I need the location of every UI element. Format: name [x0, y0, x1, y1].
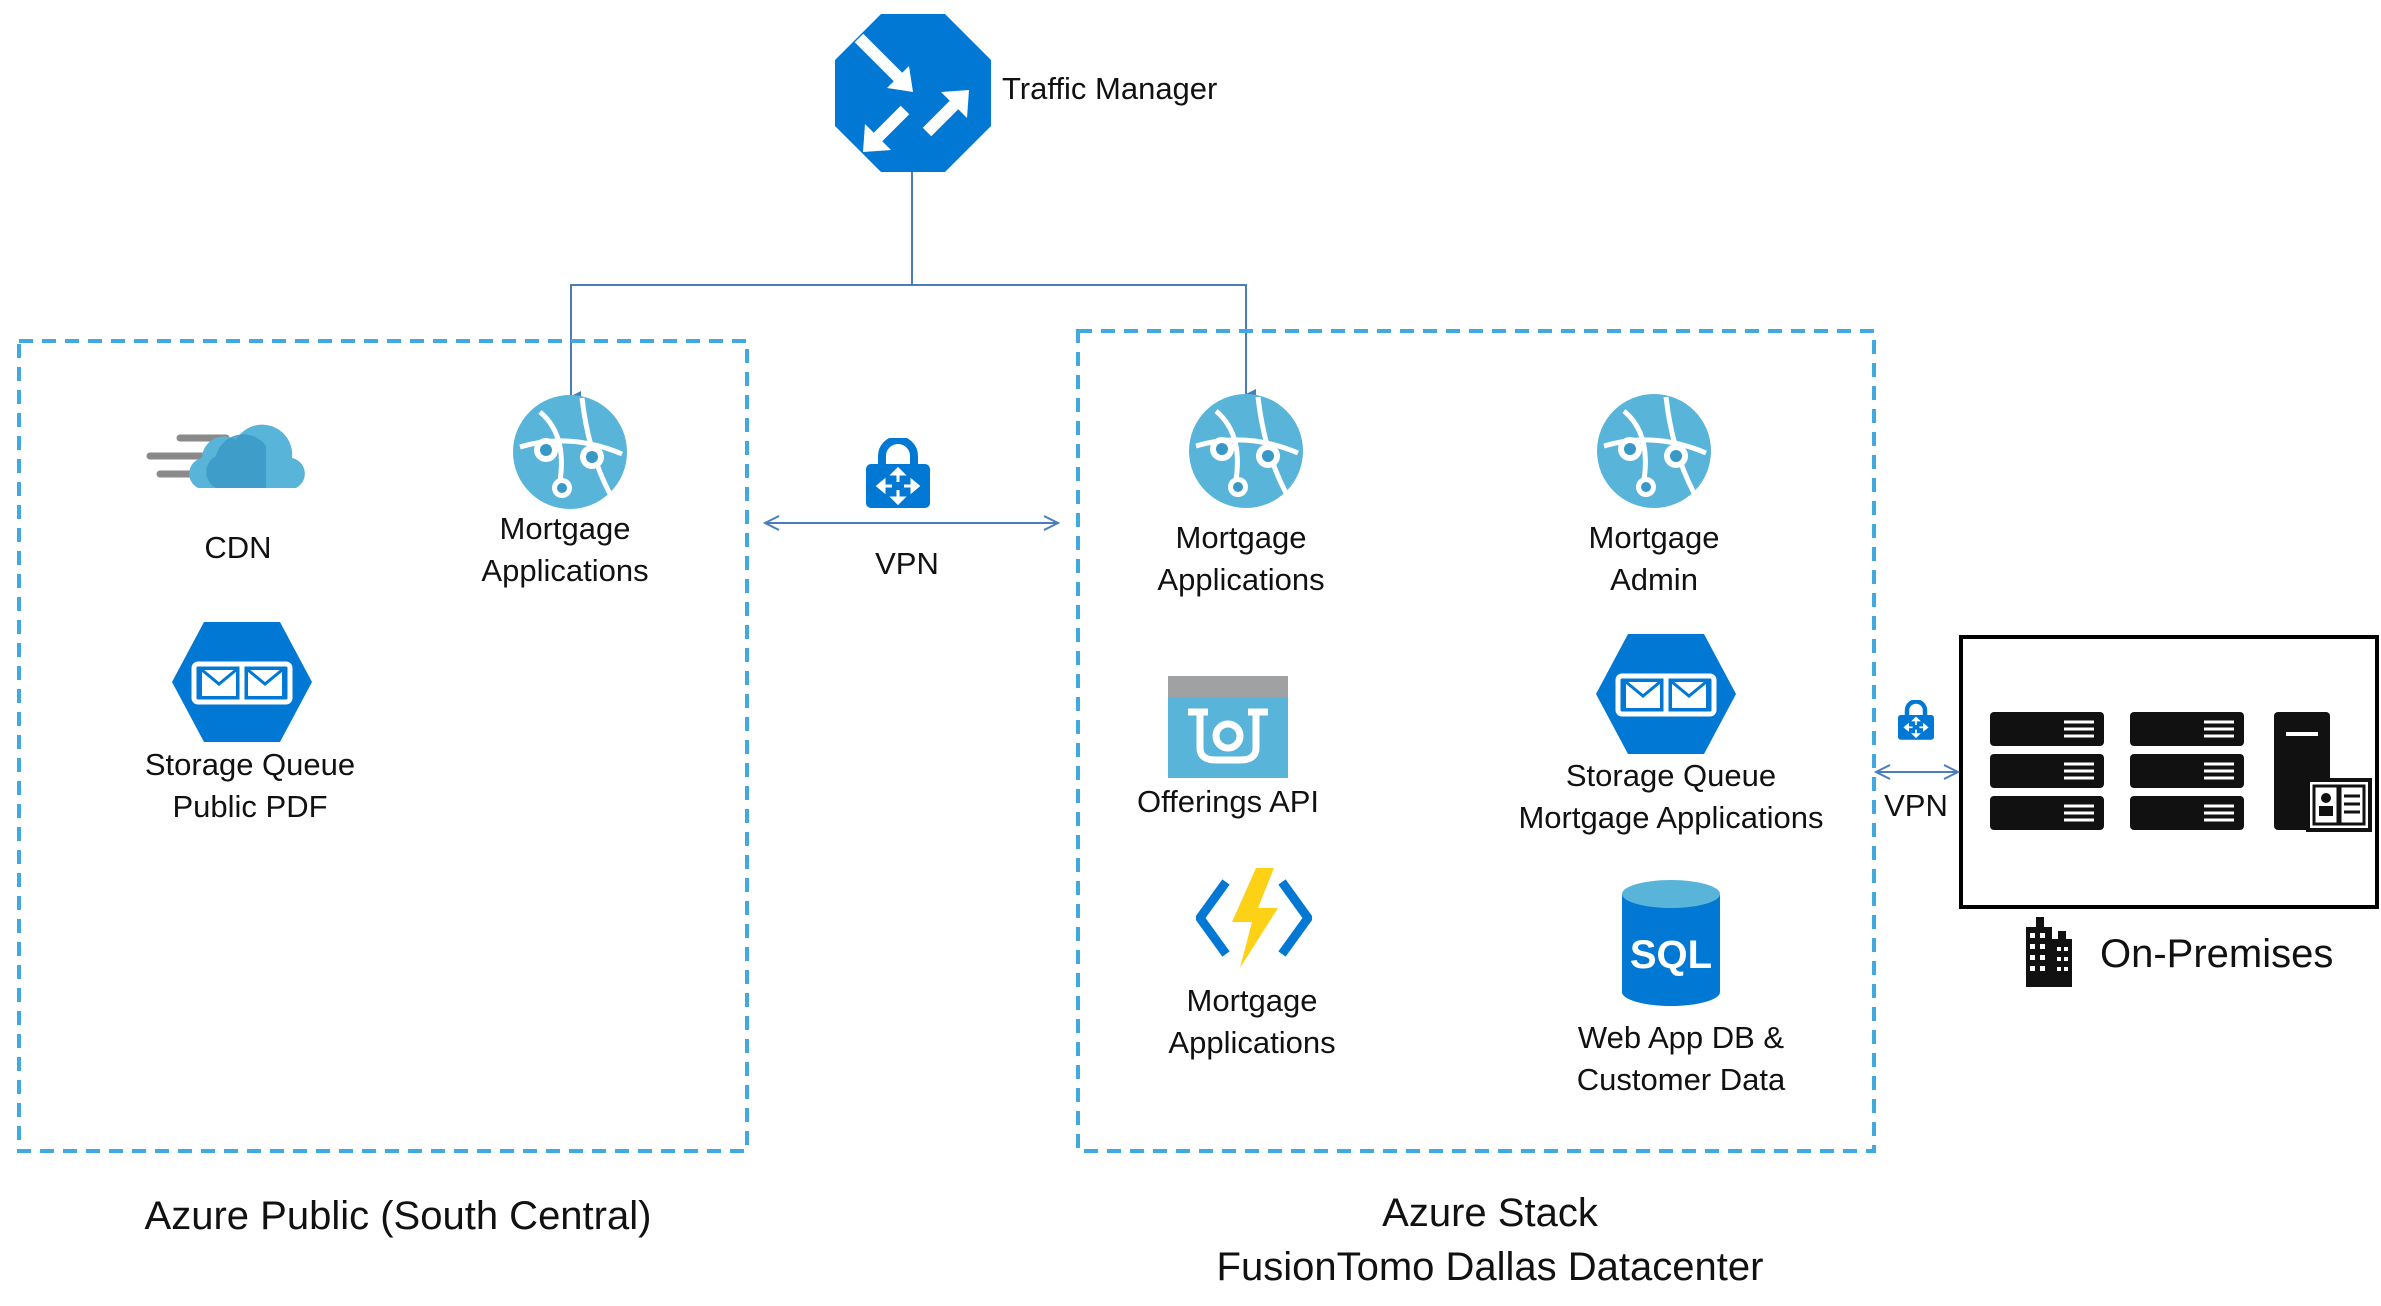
- azure-stack-admin-label-2: Admin: [1610, 562, 1698, 597]
- azure-public-web-app-label-1: Mortgage: [499, 511, 631, 546]
- vpn-gateway-icon: [1898, 700, 1934, 740]
- web-app-icon: [1597, 394, 1711, 508]
- azure-stack-sql-label-2: Customer Data: [1576, 1062, 1786, 1097]
- azure-stack-title-2: FusionTomo Dallas Datacenter: [1216, 1245, 1764, 1289]
- azure-stack-admin-label-1: Mortgage: [1588, 520, 1720, 555]
- building-icon: [2026, 917, 2072, 987]
- storage-queue-icon: [172, 622, 312, 742]
- on-premises-label: On-Premises: [2100, 932, 2334, 976]
- azure-stack-title-1: Azure Stack: [1382, 1191, 1598, 1235]
- on-premises-box: [1959, 635, 2379, 909]
- api-management-icon: [1168, 676, 1288, 778]
- traffic-manager-icon: [835, 14, 991, 172]
- web-app-icon: [1189, 394, 1303, 508]
- sql-database-icon: SQL: [1622, 880, 1720, 1006]
- storage-queue-icon: [1596, 634, 1736, 754]
- traffic-manager-branch-right: [912, 284, 1256, 401]
- azure-function-icon: [1196, 868, 1312, 968]
- server-rack-icon: [1990, 712, 2104, 830]
- traffic-manager-label: Traffic Manager: [1002, 71, 1218, 106]
- cdn-icon: [146, 424, 305, 488]
- azure-public-web-app-label-2: Applications: [481, 553, 649, 588]
- azure-stack-queue-label-2: Mortgage Applications: [1518, 800, 1824, 835]
- vpn-right-label: VPN: [1884, 788, 1948, 823]
- azure-stack-function-label-1: Mortgage: [1186, 983, 1318, 1018]
- traffic-manager-branch-left: [569, 284, 912, 403]
- vpn-gateway-icon: [866, 438, 930, 508]
- azure-stack-api-label: Offerings API: [1136, 784, 1320, 819]
- azure-stack-function-label-2: Applications: [1168, 1025, 1336, 1060]
- azure-stack-sql-label-1: Web App DB &: [1577, 1020, 1785, 1055]
- azure-stack-web-app-label-1: Mortgage: [1175, 520, 1307, 555]
- sql-badge-text: SQL: [1630, 933, 1712, 977]
- azure-public-queue-label-1: Storage Queue: [144, 747, 356, 782]
- azure-stack-web-app-label-2: Applications: [1157, 562, 1325, 597]
- azure-public-title: Azure Public (South Central): [144, 1194, 652, 1238]
- vpn-left-label: VPN: [875, 546, 939, 581]
- azure-public-queue-label-2: Public PDF: [172, 789, 328, 824]
- azure-stack-queue-label-1: Storage Queue: [1565, 758, 1777, 793]
- directory-server-icon: [2274, 712, 2372, 832]
- azure-public-cdn-label: CDN: [204, 530, 272, 565]
- server-rack-icon: [2130, 712, 2244, 830]
- azure-stack-region-box: [1076, 329, 1876, 1153]
- web-app-icon: [513, 395, 627, 509]
- azure-public-region-box: [17, 339, 749, 1153]
